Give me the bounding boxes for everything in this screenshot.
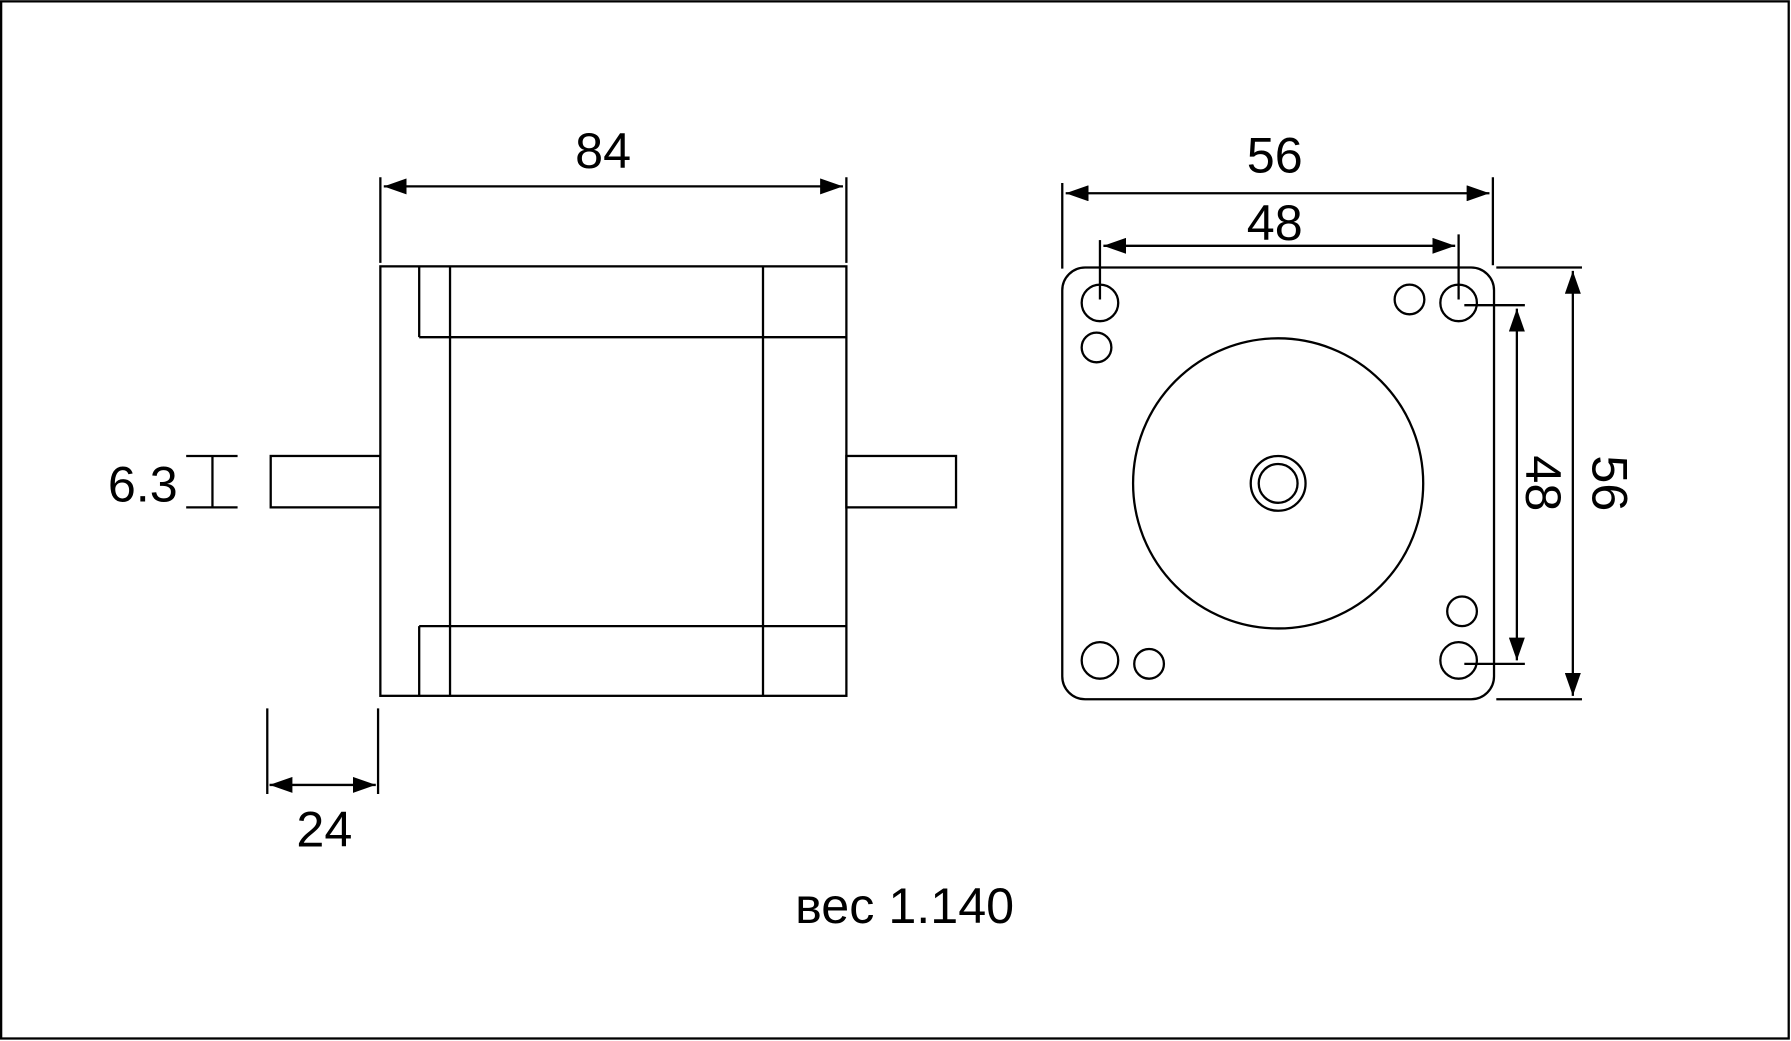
- small-hole: [1133, 647, 1166, 680]
- dimension-label: 48: [1515, 455, 1571, 511]
- dimension-label: 84: [575, 123, 631, 179]
- dimension-56-vertical: 56: [1496, 266, 1637, 701]
- small-hole: [1393, 283, 1426, 316]
- side-view: 84 6.3 24: [108, 123, 958, 858]
- dimension-label: 6.3: [108, 457, 178, 513]
- pilot-circle: [1131, 337, 1425, 630]
- small-hole: [1446, 595, 1479, 628]
- dimension-label: 48: [1247, 195, 1303, 251]
- mount-hole: [1439, 641, 1479, 680]
- dimension-label: 56: [1581, 455, 1637, 511]
- dimension-label: 24: [296, 802, 352, 858]
- shaft-left: [269, 454, 382, 509]
- dimension-24: 24: [266, 708, 380, 858]
- mount-hole: [1080, 641, 1120, 680]
- dimension-56-horizontal: 56: [1061, 128, 1495, 269]
- dimension-6-3: 6.3: [108, 454, 238, 513]
- dimension-84: 84: [379, 123, 848, 263]
- front-view: 56 48 48 56: [1061, 128, 1637, 701]
- flange: [1061, 266, 1496, 701]
- dimension-48-horizontal: 48: [1098, 195, 1460, 300]
- dimension-label: 56: [1247, 128, 1303, 184]
- shaft-outer: [1249, 454, 1307, 512]
- shaft-right: [845, 454, 958, 509]
- weight-label: вес 1.140: [795, 878, 1014, 934]
- small-hole: [1080, 331, 1113, 364]
- dimension-48-vertical: 48: [1464, 304, 1571, 665]
- shaft-inner: [1257, 462, 1299, 504]
